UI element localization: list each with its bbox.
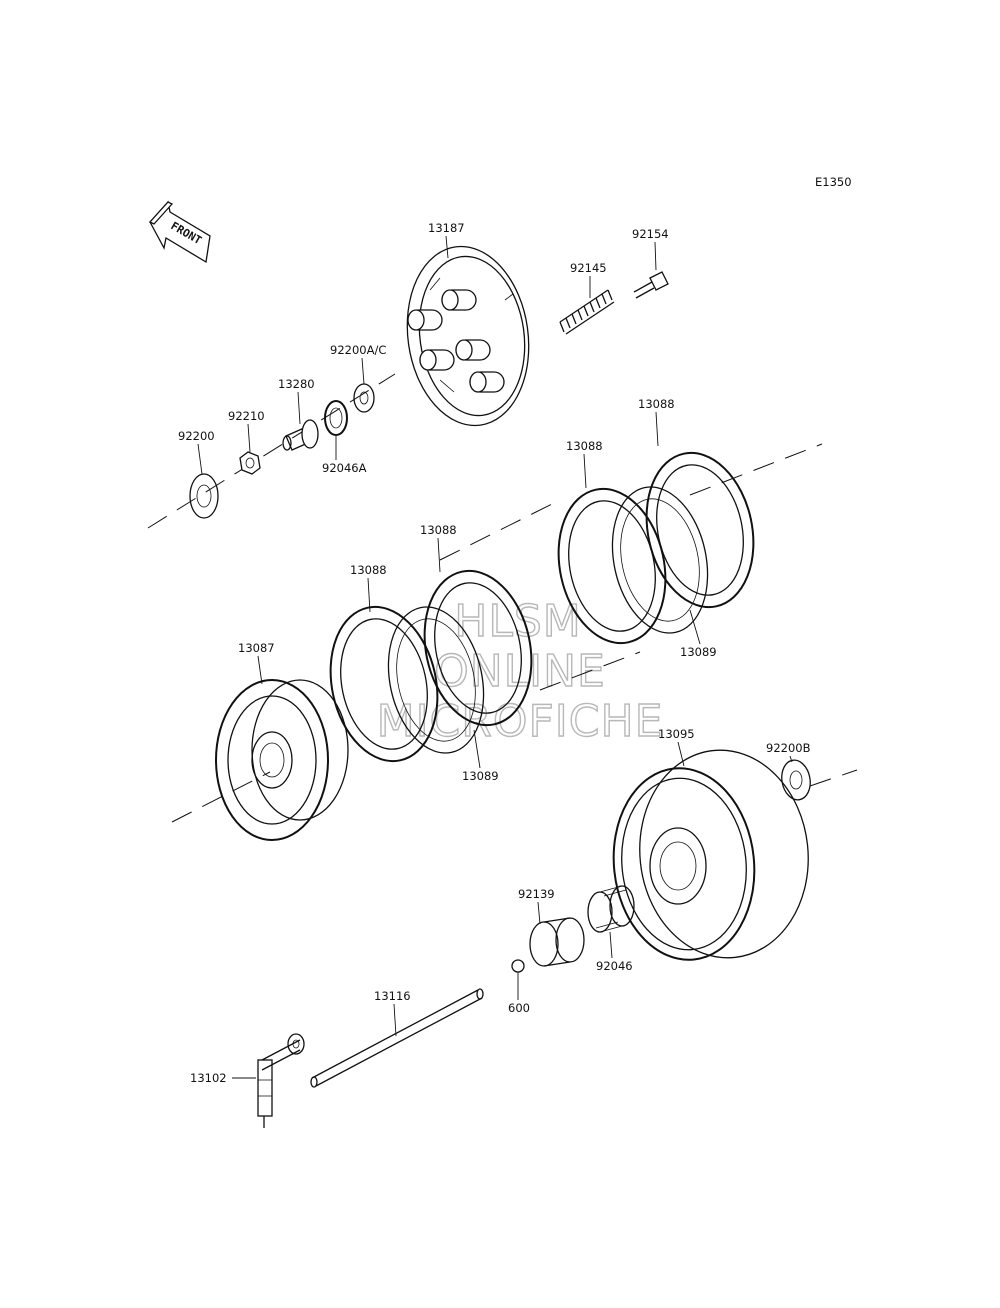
bolt-92154: [633, 271, 669, 299]
label-13280: 13280: [278, 377, 315, 391]
watermark-line-1: HLSM: [454, 596, 582, 647]
ball-600: [511, 959, 525, 973]
label-13187: 13187: [428, 221, 465, 235]
label-600: 600: [508, 1001, 530, 1015]
pressure-plate-13187: [406, 245, 530, 427]
label-13089-b: 13089: [680, 645, 717, 659]
label-13116: 13116: [374, 989, 411, 1003]
diagram-code: E1350: [815, 175, 852, 189]
label-13088-c: 13088: [566, 439, 603, 453]
label-92200b: 92200B: [766, 741, 811, 755]
label-92046a: 92046A: [322, 461, 367, 475]
label-13095: 13095: [658, 727, 695, 741]
watermark: HLSM ONLINE MICROFICHE: [376, 595, 663, 747]
clutch-plates-left: [329, 569, 533, 763]
label-92200: 92200: [178, 429, 215, 443]
clutch-housing-13095: [612, 749, 809, 961]
label-92154: 92154: [632, 227, 669, 241]
needle-bearing-92046: [587, 885, 635, 933]
clutch-spring-92145: [559, 289, 615, 335]
label-92200ac: 92200A/C: [330, 343, 386, 357]
label-92046: 92046: [596, 959, 633, 973]
label-92210: 92210: [228, 409, 265, 423]
label-92145: 92145: [570, 261, 607, 275]
watermark-line-2: ONLINE: [434, 646, 606, 697]
washer-92200b: [781, 759, 811, 801]
clutch-hub-13087: [215, 679, 349, 841]
sleeve-92139: [529, 917, 585, 967]
label-13087: 13087: [238, 641, 275, 655]
bearing-92046a: [324, 400, 348, 436]
label-13088-b: 13088: [420, 523, 457, 537]
label-92139: 92139: [518, 887, 555, 901]
release-shaft-13102: [257, 1033, 305, 1128]
pusher-13280: [282, 419, 319, 451]
push-rod-13116: [310, 988, 484, 1088]
front-arrow-icon: FRONT: [148, 200, 211, 264]
label-13089-a: 13089: [462, 769, 499, 783]
label-13088-d: 13088: [638, 397, 675, 411]
washer-92200: [189, 473, 219, 519]
clutch-plates-right: [557, 451, 755, 645]
nut-92210: [239, 451, 261, 475]
label-13102: 13102: [190, 1071, 227, 1085]
label-13088-a: 13088: [350, 563, 387, 577]
